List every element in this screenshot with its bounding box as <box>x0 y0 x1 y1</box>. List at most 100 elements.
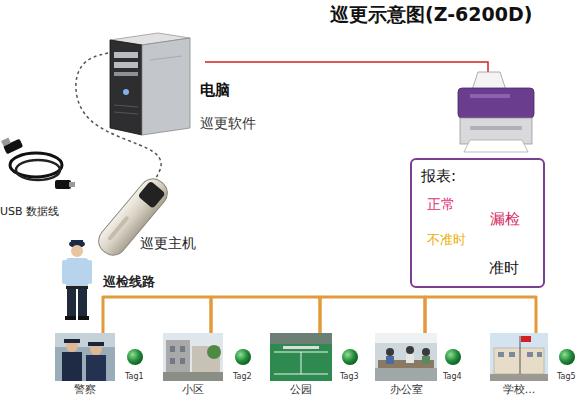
guard-figure <box>67 289 76 317</box>
office-photo <box>386 348 394 356</box>
park-photo <box>270 333 332 344</box>
patrol-route <box>103 297 211 333</box>
guard-figure <box>65 316 76 320</box>
police-photo <box>64 339 80 343</box>
cable-label: USB 数据线 <box>0 206 59 219</box>
police-photo <box>55 333 115 381</box>
tag-label: Tag2 <box>233 372 252 381</box>
computer-tower <box>110 33 190 135</box>
residential-photo <box>207 345 221 359</box>
diagram-title: 巡更示意图(Z-6200D) <box>330 2 532 28</box>
office-photo <box>375 333 437 343</box>
patrol-device-node: 巡更主机 <box>100 178 166 256</box>
printer <box>470 94 510 98</box>
guard-figure <box>71 240 83 244</box>
report-item: 不准时 <box>427 233 466 248</box>
residential-photo <box>170 346 175 352</box>
guard-figure <box>87 260 92 284</box>
tag-label: Tag1 <box>125 372 144 381</box>
school-photo <box>527 352 533 357</box>
usb-link <box>76 53 161 178</box>
office-photo <box>406 346 414 354</box>
residential-photo <box>163 333 223 381</box>
tag-dot <box>235 349 251 365</box>
computer-tower <box>114 72 138 76</box>
patrol-route <box>211 297 320 333</box>
residential-photo <box>180 358 185 364</box>
computer-tower <box>123 89 129 95</box>
computer-tower <box>114 105 138 107</box>
tag-dot <box>445 349 461 365</box>
computer-tower <box>150 56 182 60</box>
police-photo <box>55 333 115 381</box>
node-heading: 电脑 <box>200 82 230 99</box>
report-box: 报表:正常漏检不准时准时 <box>410 158 545 288</box>
printer <box>458 88 534 118</box>
node-text: 巡更软件 <box>200 115 256 131</box>
residential-photo <box>180 346 185 352</box>
school-photo <box>537 352 542 357</box>
site-photo: 警察 <box>55 333 115 381</box>
guard-figure <box>71 245 83 257</box>
school-photo <box>509 352 515 357</box>
police-photo <box>55 333 115 347</box>
report-item: 漏检 <box>490 211 520 228</box>
office-photo <box>375 368 437 381</box>
printer <box>464 140 528 152</box>
office-photo <box>375 333 437 381</box>
park-photo <box>283 346 319 349</box>
usb-cable <box>1 138 11 147</box>
tag-label: Tag3 <box>340 372 359 381</box>
office-photo <box>422 348 430 356</box>
site-caption: 办公室 <box>390 384 423 397</box>
tag-label: Tag4 <box>443 372 462 381</box>
school-photo <box>490 374 548 381</box>
computer-node: 电脑巡更软件 <box>108 35 192 135</box>
computer-tower <box>114 112 138 114</box>
school-photo <box>490 333 548 381</box>
police-photo <box>88 342 104 346</box>
office-photo <box>422 356 430 364</box>
guard-figure <box>62 240 92 320</box>
guard-figure <box>66 258 88 288</box>
park-photo <box>270 333 332 381</box>
residential-photo <box>163 372 223 381</box>
site-photo: 办公室 <box>375 333 437 381</box>
site-photo: 小区 <box>163 333 223 381</box>
residential-photo <box>170 358 175 364</box>
computer-tower <box>142 38 190 135</box>
site-caption: 学校... <box>503 384 536 397</box>
office-photo <box>386 356 394 364</box>
report-heading: 报表: <box>421 168 456 185</box>
usb-cable <box>1 138 75 189</box>
office-photo <box>375 333 437 381</box>
printer <box>458 72 534 152</box>
residential-photo <box>163 333 223 381</box>
patrol-device <box>138 181 166 209</box>
residential-photo <box>192 346 220 374</box>
computer-tower <box>114 62 138 68</box>
site-caption: 小区 <box>182 384 204 397</box>
site-photo: 学校... <box>490 333 548 381</box>
printer <box>472 72 506 90</box>
office-photo <box>406 354 414 363</box>
guard-figure <box>66 286 88 289</box>
computer-tower <box>114 52 138 58</box>
residential-photo <box>166 340 190 374</box>
node-text: 巡更主机 <box>140 235 196 251</box>
usb-cable <box>55 180 71 189</box>
guard-figure <box>78 316 89 320</box>
tag-dot <box>127 349 143 365</box>
usb-cable <box>16 160 60 180</box>
usb-cable <box>69 182 75 187</box>
printer <box>470 126 522 130</box>
school-photo <box>498 352 504 357</box>
patrol-route <box>425 297 536 333</box>
printer-cable <box>205 62 488 76</box>
police-photo <box>86 355 106 381</box>
school-photo <box>490 333 548 381</box>
tag-dot <box>342 349 358 365</box>
tag-dot <box>127 349 575 365</box>
site-caption: 公园 <box>290 384 312 397</box>
